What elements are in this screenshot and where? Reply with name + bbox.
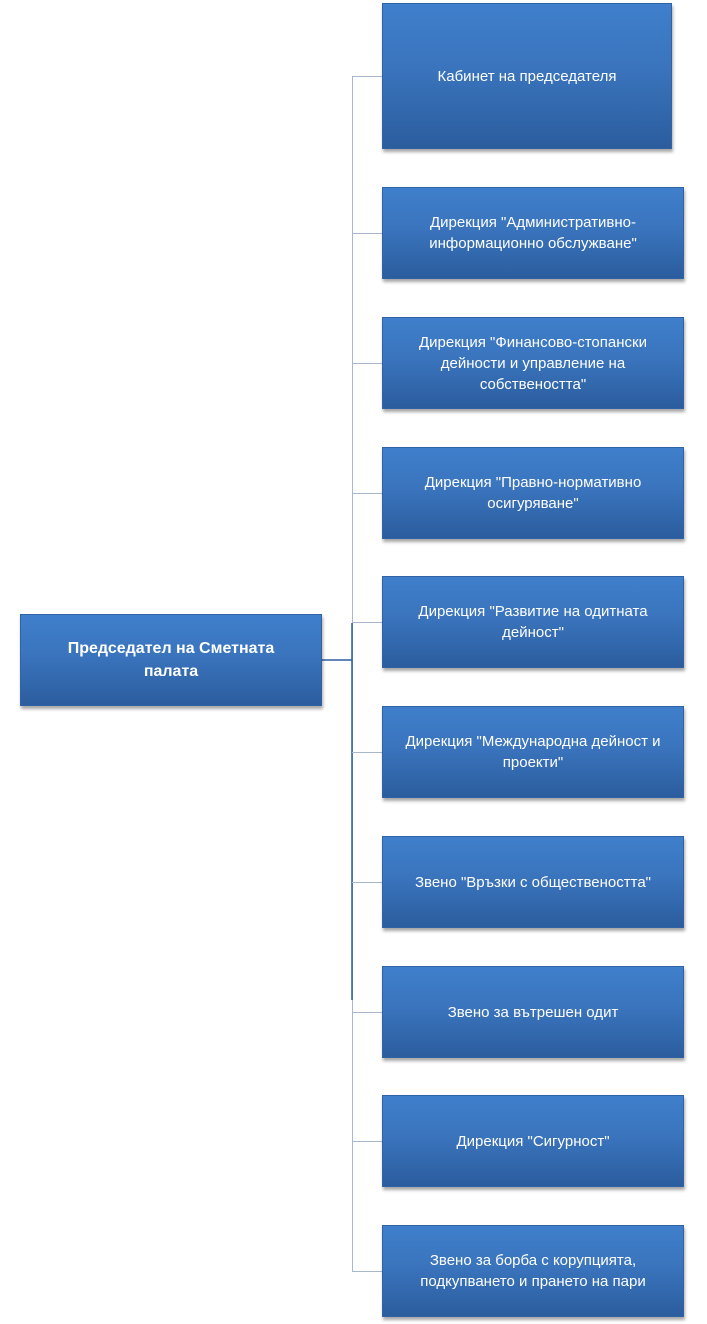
child-node-international[interactable]: Дирекция "Международна дейност и проекти…: [382, 706, 684, 798]
child-node-label: Дирекция "Развитие на одитната дейност": [418, 603, 648, 641]
child-node-label: Дирекция "Правно-нормативно осигуряване": [424, 474, 642, 512]
child-node-label: Дирекция "Финансово-стопански дейности и…: [419, 333, 647, 393]
child-node-internal-audit[interactable]: Звено за вътрешен одит: [382, 966, 684, 1058]
child-node-label: Звено за вътрешен одит: [447, 1003, 619, 1021]
child-node-label: Звено "Връзки с обществеността": [414, 873, 652, 891]
child-node-public-relations[interactable]: Звено "Връзки с обществеността": [382, 836, 684, 928]
child-node-security[interactable]: Дирекция "Сигурност": [382, 1095, 684, 1187]
child-node-cabinet[interactable]: Кабинет на председателя: [382, 3, 672, 149]
child-node-label: Дирекция "Административно-информационно …: [429, 214, 637, 252]
child-node-label: Дирекция "Сигурност": [456, 1132, 610, 1150]
child-node-finance[interactable]: Дирекция "Финансово-стопански дейности и…: [382, 317, 684, 409]
child-node-legal[interactable]: Дирекция "Правно-нормативно осигуряване": [382, 447, 684, 539]
child-node-label: Кабинет на председателя: [437, 67, 617, 85]
child-node-audit-development[interactable]: Дирекция "Развитие на одитната дейност": [382, 576, 684, 668]
child-node-label: Дирекция "Международна дейност и проекти…: [405, 733, 661, 771]
child-node-admin-info[interactable]: Дирекция "Административно-информационно …: [382, 187, 684, 279]
child-node-label: Звено за борба с корупцията, подкупванет…: [420, 1252, 646, 1290]
root-node-chairman[interactable]: Председател на Сметната палата: [20, 614, 322, 706]
root-node-label: Председател на Сметната палата: [67, 640, 275, 680]
child-node-anticorruption[interactable]: Звено за борба с корупцията, подкупванет…: [382, 1225, 684, 1317]
